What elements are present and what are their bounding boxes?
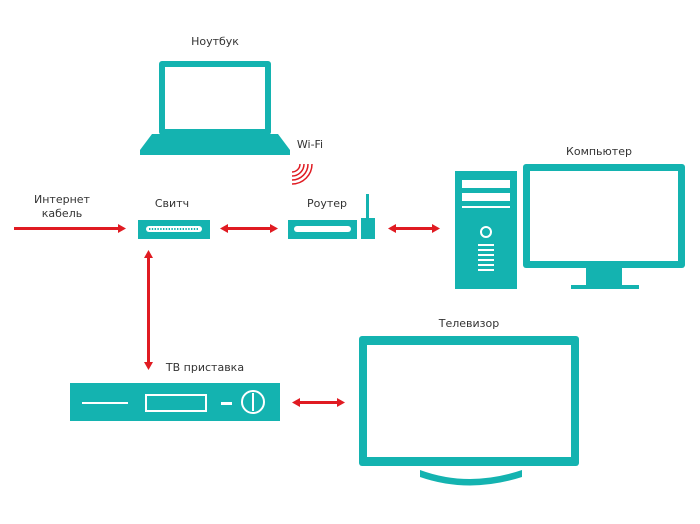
internet-cable-label-line2: кабель xyxy=(42,207,82,220)
wifi-signal-icon xyxy=(291,163,313,185)
internet-cable-link xyxy=(14,224,126,233)
laptop-label: Ноутбук xyxy=(191,35,239,48)
switch-icon xyxy=(138,220,210,239)
switch-label: Свитч xyxy=(155,197,189,210)
router-icon xyxy=(288,194,375,239)
laptop-icon xyxy=(140,61,290,155)
internet-cable-label-line1: Интернет xyxy=(34,193,91,206)
wifi-label: Wi-Fi xyxy=(297,138,323,151)
switch-router-link xyxy=(220,224,278,233)
tv-icon xyxy=(359,336,579,486)
router-label: Роутер xyxy=(307,197,347,210)
switch-tvbox-link xyxy=(144,250,153,370)
tv-label: Телевизор xyxy=(438,317,499,330)
set-top-box-icon xyxy=(70,383,280,421)
tv-box-label: ТВ приставка xyxy=(165,361,244,374)
router-computer-link xyxy=(388,224,440,233)
desktop-computer-icon xyxy=(455,164,685,289)
computer-label: Компьютер xyxy=(566,145,632,158)
tvbox-tv-link xyxy=(292,398,345,407)
